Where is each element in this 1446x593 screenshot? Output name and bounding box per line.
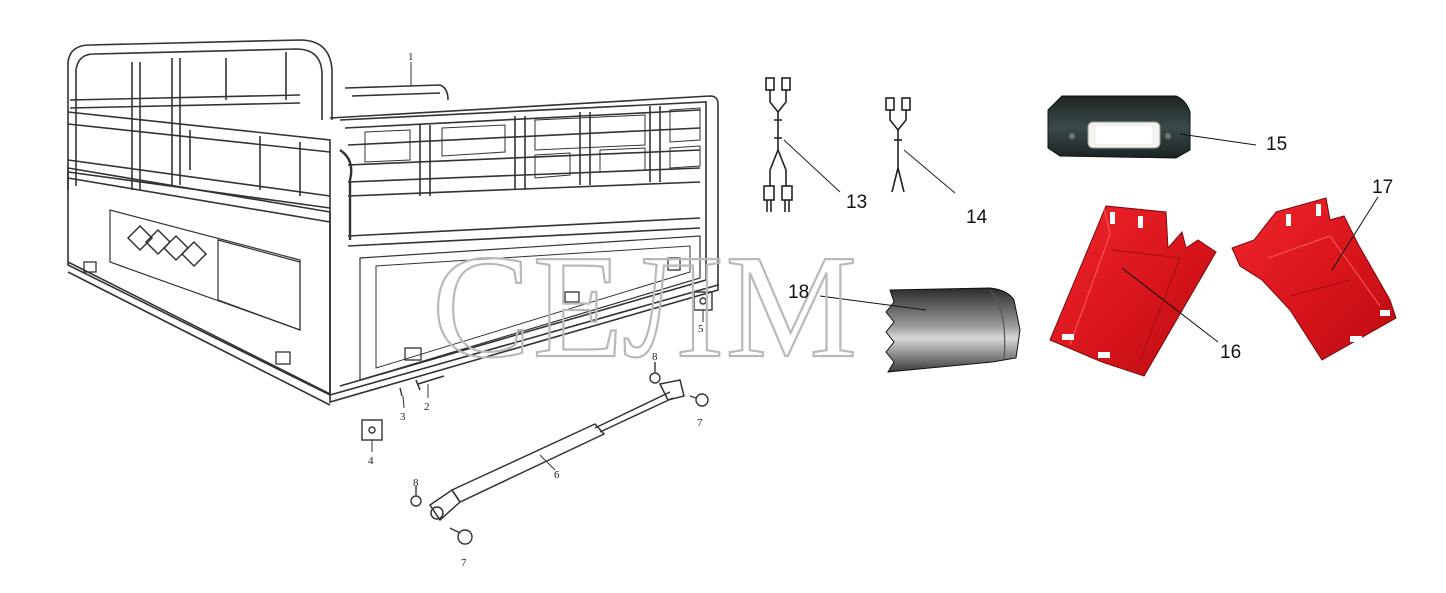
callout-13: 13 bbox=[846, 192, 867, 213]
part-16-red-bracket bbox=[1049, 205, 1219, 377]
part-8-nut-lower bbox=[410, 486, 422, 507]
brand-logo-decal bbox=[126, 224, 208, 268]
cargo-body-frame bbox=[67, 39, 719, 406]
callout-4: 4 bbox=[368, 455, 374, 467]
part-8-nut-upper bbox=[649, 362, 661, 384]
callout-15: 15 bbox=[1266, 134, 1287, 155]
part-13-wiring-harness bbox=[763, 77, 841, 212]
callout-7-lower: 7 bbox=[461, 557, 467, 569]
watermark-text: СЕЛМ bbox=[432, 225, 859, 389]
callout-17: 17 bbox=[1372, 177, 1393, 198]
part-15-work-light bbox=[1047, 95, 1257, 159]
callout-7-upper: 7 bbox=[697, 417, 703, 429]
callout-2: 2 bbox=[424, 401, 430, 413]
part-7-bolt-upper bbox=[689, 393, 709, 407]
part-4-plate bbox=[361, 419, 383, 441]
callout-14: 14 bbox=[966, 207, 988, 228]
part-3-clip bbox=[399, 387, 403, 397]
callout-5: 5 bbox=[698, 323, 704, 335]
part-7-bolt-lower bbox=[449, 527, 473, 545]
leader-lines-left bbox=[371, 62, 704, 471]
part-18-protective-sleeve bbox=[819, 287, 1021, 373]
part-2-pin bbox=[415, 375, 445, 391]
callout-1: 1 bbox=[408, 51, 414, 63]
callout-18: 18 bbox=[788, 282, 809, 303]
callout-6: 6 bbox=[554, 469, 560, 481]
part-14-wire-pair bbox=[885, 97, 956, 194]
callout-3: 3 bbox=[400, 411, 406, 423]
part-6-gas-strut bbox=[428, 379, 685, 522]
part-17-red-bracket bbox=[1231, 196, 1397, 361]
callout-8-upper: 8 bbox=[652, 351, 658, 363]
callout-8-lower: 8 bbox=[413, 477, 419, 489]
callout-16: 16 bbox=[1220, 342, 1241, 363]
